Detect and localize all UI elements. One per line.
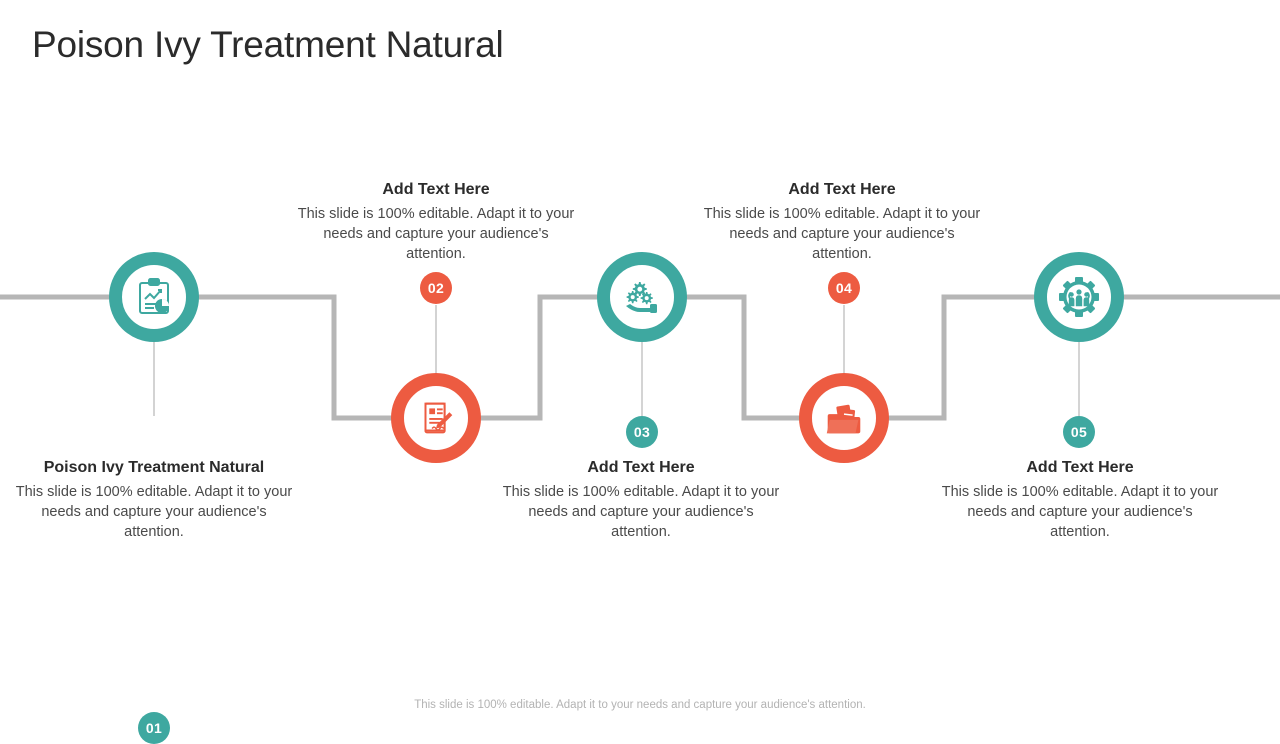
step-heading-05: Add Text Here <box>1026 459 1134 476</box>
step-body-01: This slide is 100% editable. Adapt it to… <box>15 484 293 540</box>
icon-ring-03[interactable] <box>597 252 687 342</box>
step-badge-05[interactable]: 05 <box>1063 416 1095 448</box>
step-heading-03: Add Text Here <box>587 459 695 476</box>
connector-path-layer <box>0 294 1280 421</box>
step-heading-02: Add Text Here <box>382 181 490 198</box>
step-badge-04[interactable]: 04 <box>828 272 860 304</box>
step-number-02: 02 <box>427 280 445 296</box>
gear-teamwork-icon <box>1055 273 1103 321</box>
step-number-01: 01 <box>145 720 163 736</box>
step-badge-01[interactable]: 01 <box>138 712 170 744</box>
document-pen-icon <box>413 395 459 441</box>
step-number-04: 04 <box>835 280 853 296</box>
clipboard-chart-icon <box>130 273 178 321</box>
step-number-05: 05 <box>1070 424 1088 440</box>
icon-ring-02[interactable] <box>391 373 481 463</box>
step-textblock-05: Add Text Here This slide is 100% editabl… <box>940 458 1220 542</box>
icon-ring-04[interactable] <box>799 373 889 463</box>
step-body-05: This slide is 100% editable. Adapt it to… <box>941 484 1219 540</box>
step-textblock-01: Poison Ivy Treatment Natural This slide … <box>14 458 294 542</box>
step-body-02: This slide is 100% editable. Adapt it to… <box>297 206 575 262</box>
step-badge-02[interactable]: 02 <box>420 272 452 304</box>
step-textblock-02: Add Text Here This slide is 100% editabl… <box>296 180 576 264</box>
icon-ring-05[interactable] <box>1034 252 1124 342</box>
step-badge-03[interactable]: 03 <box>626 416 658 448</box>
folder-files-icon <box>821 395 867 441</box>
step-textblock-03: Add Text Here This slide is 100% editabl… <box>501 458 781 542</box>
step-body-04: This slide is 100% editable. Adapt it to… <box>703 206 981 262</box>
step-body-03: This slide is 100% editable. Adapt it to… <box>502 484 780 540</box>
page-title: Poison Ivy Treatment Natural <box>32 24 504 65</box>
hand-gears-icon <box>618 273 666 321</box>
icon-ring-01[interactable] <box>109 252 199 342</box>
step-heading-01: Poison Ivy Treatment Natural <box>43 459 265 476</box>
step-number-03: 03 <box>633 424 651 440</box>
step-heading-04: Add Text Here <box>788 181 896 198</box>
step-textblock-04: Add Text Here This slide is 100% editabl… <box>702 180 982 264</box>
footer-note: This slide is 100% editable. Adapt it to… <box>414 699 866 711</box>
